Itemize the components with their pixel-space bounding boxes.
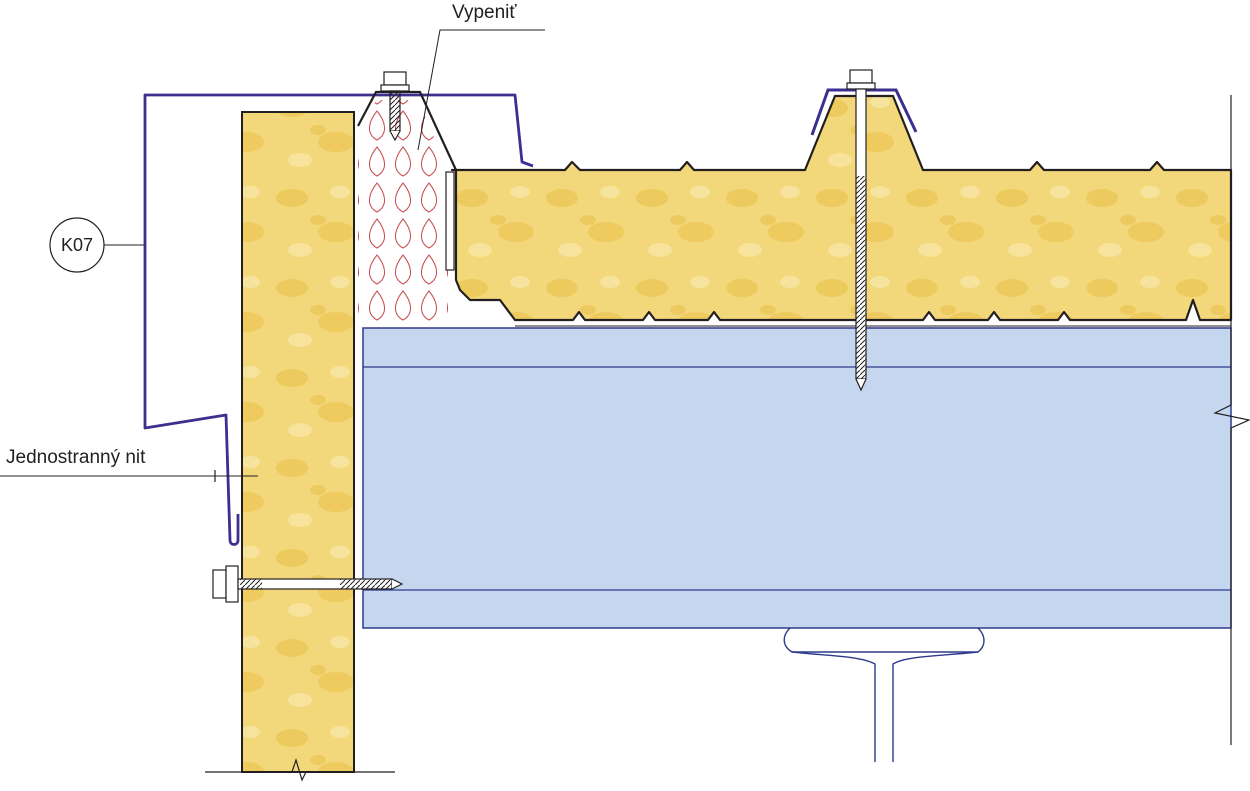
beam-body (362, 327, 1232, 629)
label-k07: K07 (49, 217, 145, 273)
wall-panel-core (241, 111, 355, 773)
roof-panel (450, 94, 1233, 327)
secondary-beam-flange (783, 627, 985, 653)
label-foam-text: Vypeniť (452, 2, 517, 23)
roof-panel-core (450, 94, 1233, 322)
panel-end-seal (445, 171, 455, 271)
break-lines (205, 95, 1250, 782)
top-fastener-left (380, 71, 410, 142)
steel-beam (362, 327, 1232, 629)
right-break-line (1213, 95, 1250, 745)
wall-fastener (212, 565, 404, 603)
secondary-beam-web (791, 651, 979, 762)
label-rivet: Jednostranný nit (0, 447, 258, 482)
foam-fill (356, 96, 452, 322)
rib-fastener (846, 69, 876, 392)
edge-flashing-k07 (143, 93, 534, 546)
wall-panel (241, 111, 355, 773)
k07-text: K07 (61, 235, 93, 255)
bottom-break-line (205, 758, 395, 782)
foam-fill-pattern (358, 100, 448, 322)
label-foam: Vypeniť (417, 2, 545, 151)
label-rivet-text: Jednostranný nit (6, 447, 146, 468)
secondary-beam (783, 627, 985, 762)
